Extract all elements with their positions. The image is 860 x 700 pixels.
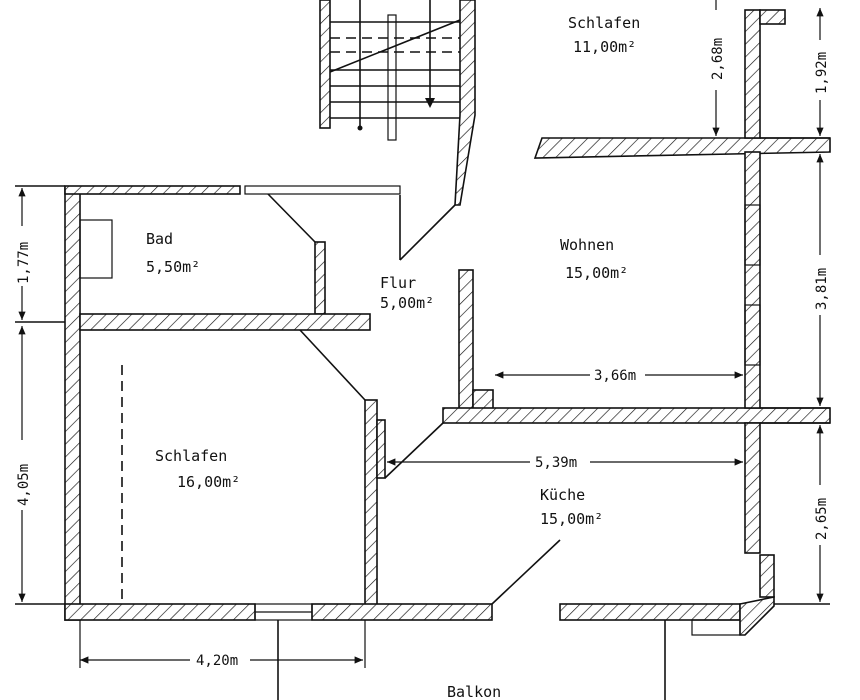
door-bad	[267, 193, 316, 243]
door-kueche	[384, 422, 444, 479]
dim-label-265: 2,65m	[814, 498, 830, 540]
room-balkon-name: Balkon	[447, 683, 501, 700]
wall-wohnen-top	[533, 137, 831, 159]
wall-bad-schlafen	[79, 313, 371, 331]
wall-left-outer	[64, 187, 81, 621]
windows	[79, 185, 761, 636]
wall-bad-top	[64, 185, 241, 195]
wall-wohnen-kueche	[442, 407, 831, 424]
room-bad-area: 5,50m²	[146, 258, 200, 276]
wall-top-right-corner	[759, 9, 786, 25]
room-wohnen-name: Wohnen	[560, 236, 614, 254]
wall-bay	[759, 554, 775, 598]
wall-bay-corner	[739, 596, 775, 636]
door-schlafen	[299, 329, 366, 401]
wall-bottom-mid	[311, 603, 493, 621]
wall-schlafen-right	[364, 399, 378, 608]
window-wohnen-2	[744, 304, 761, 366]
door-balkon	[491, 539, 561, 605]
door-stair	[399, 204, 456, 261]
room-bad-name: Bad	[146, 230, 173, 248]
wall-stair-left	[319, 0, 331, 129]
wall-bad-right	[314, 241, 326, 315]
dim-label-381: 3,81m	[814, 268, 830, 310]
room-flur-area: 5,00m²	[380, 294, 434, 312]
dim-label-177: 1,77m	[16, 242, 32, 284]
dim-label-539: 5,39m	[535, 455, 577, 471]
wall-right-outer-mid	[744, 151, 761, 409]
room-labels: Schlafen 11,00m² Bad 5,50m² Flur 5,00m² …	[146, 14, 640, 700]
dim-label-420: 4,20m	[196, 653, 238, 669]
room-schlafen-left-area: 16,00m²	[177, 473, 240, 491]
room-schlafen-top-area: 11,00m²	[573, 38, 636, 56]
window-wohnen-1	[744, 204, 761, 266]
dimension-labels: 2,68m 1,92m 1,77m 3,81m 4,05m 2,65m 3,66…	[16, 38, 830, 669]
doors	[121, 193, 561, 605]
window-bad	[79, 219, 113, 279]
walls	[64, 0, 831, 636]
window-bad-top	[244, 185, 401, 195]
room-schlafen-top-name: Schlafen	[568, 14, 640, 32]
dim-label-405: 4,05m	[16, 464, 32, 506]
room-kueche-area: 15,00m²	[540, 510, 603, 528]
wall-right-outer-low	[744, 422, 761, 554]
wall-bottom-left	[64, 603, 256, 621]
room-wohnen-area: 15,00m²	[565, 264, 628, 282]
room-flur-name: Flur	[380, 274, 416, 292]
dimension-lines	[18, 0, 824, 668]
dim-label-192: 1,92m	[814, 52, 830, 94]
dim-label-366: 3,66m	[594, 368, 636, 384]
wall-bottom-right	[559, 603, 741, 621]
wall-right-outer-top	[744, 9, 761, 139]
wall-schlafen-right-inner	[376, 419, 386, 479]
wall-flur-wohnen	[458, 269, 474, 413]
dim-label-268: 2,68m	[710, 38, 726, 80]
room-kueche-name: Küche	[540, 486, 585, 504]
room-schlafen-left-name: Schlafen	[155, 447, 227, 465]
staircase	[329, 0, 461, 141]
window-bay	[691, 619, 741, 636]
